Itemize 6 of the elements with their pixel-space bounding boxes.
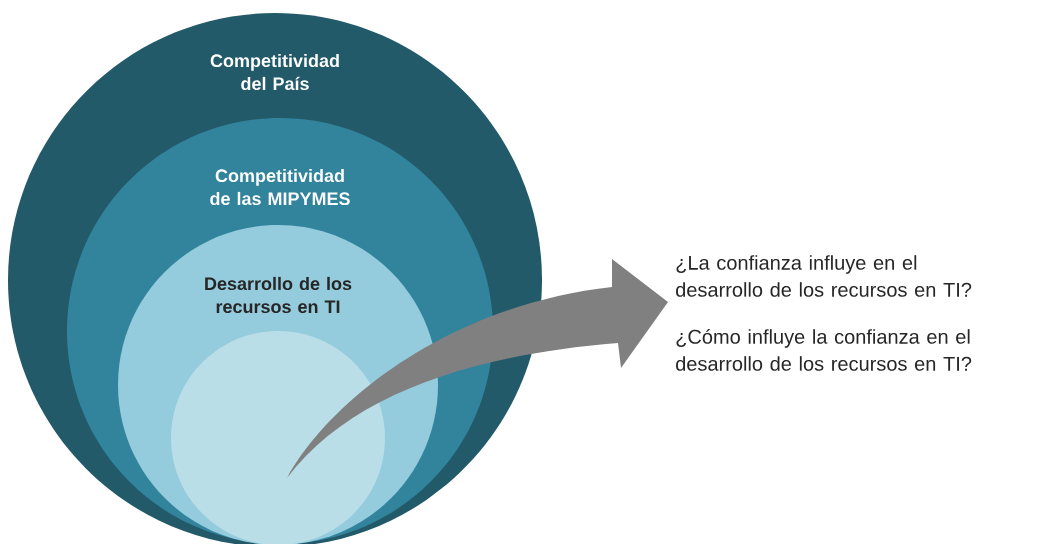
question: ¿Cómo influye la confianza en el desarrollo de los recursos en TI? (676, 328, 972, 371)
question: ¿La confianza influye en el desarrollo de los recursos en TI? (676, 255, 972, 297)
circle-label: Desarrollo de los recursos en TI (205, 276, 352, 314)
curved-arrow (287, 259, 668, 478)
circle-label: Competitividad de las MIPYMES (210, 168, 350, 206)
circle-label: Competitividad del País (210, 53, 339, 91)
